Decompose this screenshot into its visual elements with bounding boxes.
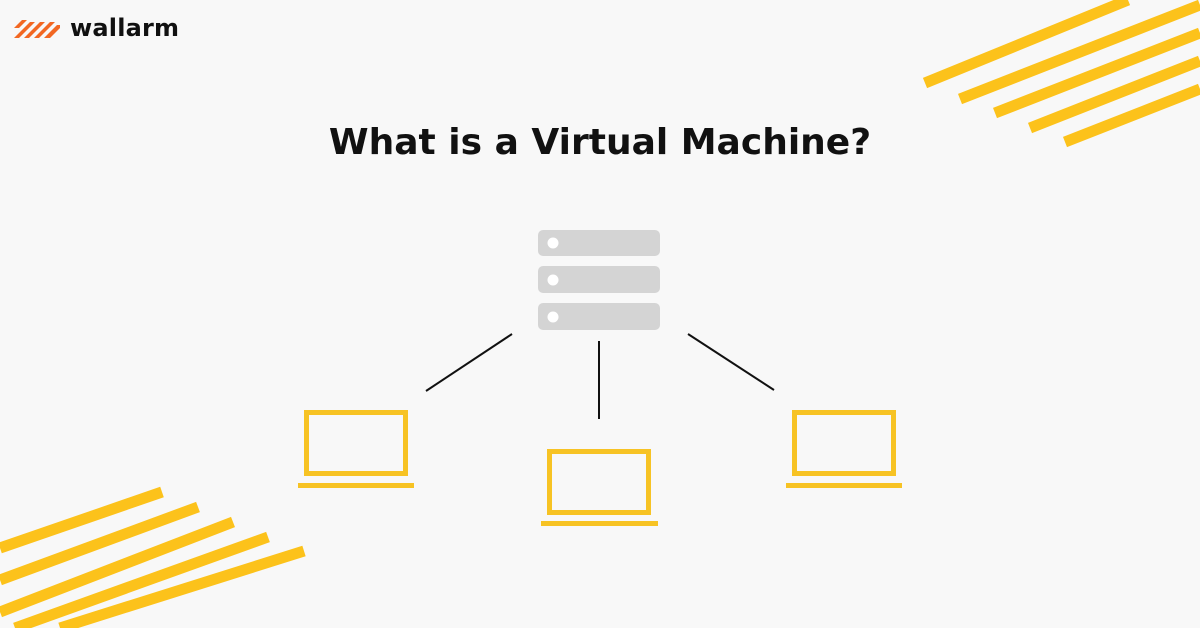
laptop-icon xyxy=(298,410,414,488)
stripe xyxy=(993,27,1200,119)
wallarm-logo-icon xyxy=(14,20,60,38)
stripes-top-right xyxy=(922,0,1200,148)
stripe xyxy=(922,0,1131,89)
stripe xyxy=(0,501,200,586)
stripe xyxy=(13,531,270,628)
server-unit xyxy=(538,230,660,256)
stripe xyxy=(1062,83,1200,148)
server-led xyxy=(547,311,559,323)
brand-logo[interactable]: wallarm xyxy=(14,14,179,42)
stripe xyxy=(1027,55,1200,134)
laptop-icon xyxy=(541,449,658,526)
server-unit xyxy=(538,303,660,330)
server-led xyxy=(547,237,559,249)
server-led xyxy=(547,274,559,286)
connector-left xyxy=(425,333,513,392)
connectors xyxy=(425,333,775,419)
stripe xyxy=(957,0,1200,105)
page-title: What is a Virtual Machine? xyxy=(328,122,872,163)
laptop-icon xyxy=(786,410,902,488)
connector-right xyxy=(687,333,775,391)
stripe xyxy=(0,486,164,554)
server-icon xyxy=(538,230,660,330)
stripe xyxy=(0,516,235,618)
stripe xyxy=(58,545,306,628)
stripes-bottom-left xyxy=(0,486,306,628)
server-unit xyxy=(538,266,660,293)
brand-wordmark: wallarm xyxy=(70,14,180,42)
